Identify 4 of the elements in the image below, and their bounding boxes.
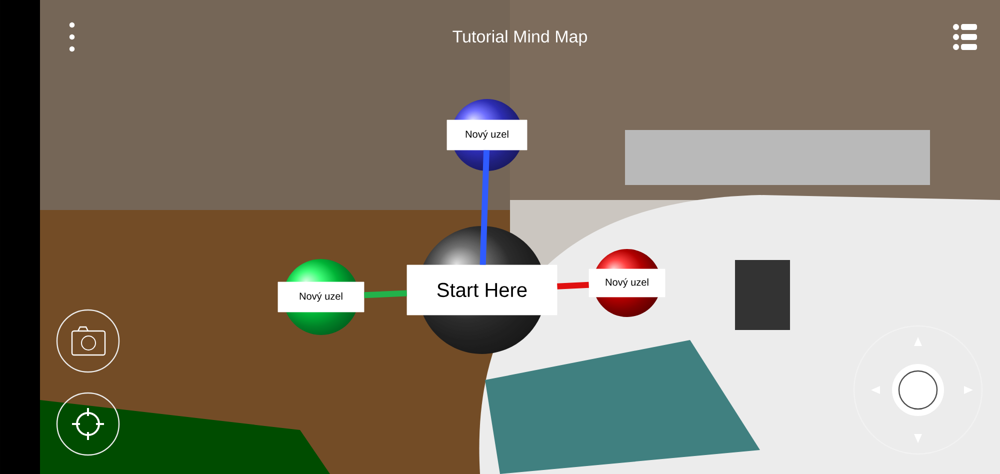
title: Tutorial Mind Map [452,30,587,46]
connector-line [557,282,589,290]
connector-line [364,290,407,298]
connector-line [480,150,490,265]
